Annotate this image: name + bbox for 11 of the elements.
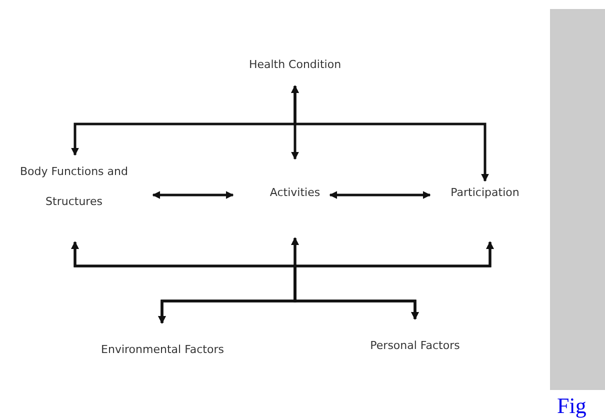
figure-link: Fig [557,393,586,419]
node-label: Participation [450,185,520,201]
node-label: Body Functions and Structures [19,164,129,210]
node-label: Health Condition [248,57,342,73]
node-label: Personal Factors [369,338,461,354]
arrow [152,191,234,199]
arrow [291,85,489,182]
node-label: Activities [268,185,322,201]
arrow [294,241,494,320]
node-label: Environmental Factors [100,342,225,358]
arrow [329,191,431,199]
